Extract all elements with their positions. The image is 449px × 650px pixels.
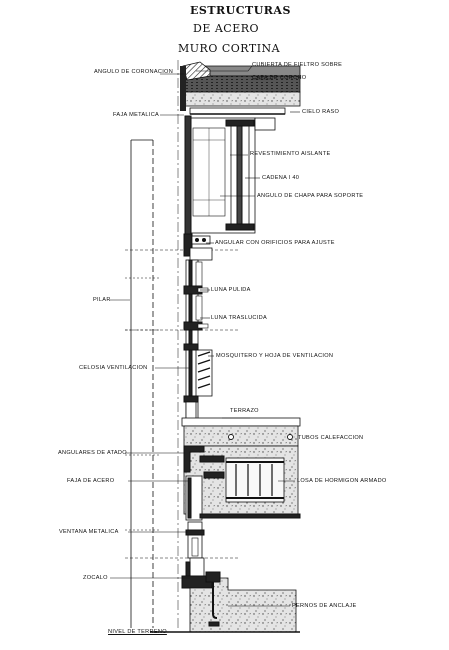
- label-angulo-coronacion: ANGULO DE CORONACION: [94, 69, 174, 75]
- label-revestimiento-aislante: REVESTIMIENTO AISLANTE: [250, 151, 331, 157]
- label-cadena: CADENA I 40: [262, 175, 300, 181]
- label-angulares-atado: ANGULARES DE ATADO: [58, 450, 127, 456]
- label-cubierta-fieltro: CUBIERTA DE FIELTRO SOBRE: [252, 62, 343, 68]
- label-cielo-raso: CIELO RASO: [302, 109, 340, 115]
- label-nivel-terreno: NIVEL DE TERRENO: [108, 629, 167, 635]
- label-angulo-chapa: ANGULO DE CHAPA PARA SOPORTE: [257, 193, 364, 199]
- label-zocalo: ZOCALO: [83, 575, 108, 581]
- label-losa-hormigon: LOSA DE HORMIGON ARMADO: [297, 478, 387, 484]
- label-terrazo: TERRAZO: [230, 408, 259, 414]
- label-faja-acero: FAJA DE ACERO: [67, 478, 115, 484]
- label-capa-corcho: CAPA DE CORCHO: [252, 75, 307, 81]
- label-mosquitero: MOSQUITERO Y HOJA DE VENTILACION: [216, 353, 334, 359]
- glazing-column: [183, 259, 213, 431]
- label-pernos-anclaje: PERNOS DE ANCLAJE: [292, 603, 357, 609]
- label-pilar: PILAR: [93, 297, 111, 303]
- label-faja-metalica: FAJA METALICA: [113, 112, 160, 118]
- label-luna-pulida: LUNA PULIDA: [211, 287, 251, 293]
- label-ventana-metalica: VENTANA METALICA: [59, 529, 119, 535]
- label-luna-traslucida: LUNA TRASLUCIDA: [211, 315, 267, 321]
- label-angular-orificios: ANGULAR CON ORIFICIOS PARA AJUSTE: [215, 240, 335, 246]
- steel-beam-i40: [184, 115, 276, 235]
- label-celosia-ventilacion: CELOSIA VENTILACION: [79, 365, 148, 371]
- label-tubos-calefaccion: TUBOS CALEFACCION: [298, 435, 364, 441]
- drawing-subtitle: MURO CORTINA: [178, 42, 281, 55]
- break-lines: [125, 60, 240, 630]
- floor-slab: [181, 417, 301, 521]
- lower-window: [185, 521, 205, 579]
- mullion-angular: [183, 233, 213, 261]
- pillar-outline: [125, 139, 160, 628]
- roof-assembly: [180, 61, 301, 115]
- drawing-title-line2: DE ACERO: [193, 22, 260, 35]
- drawing-title: ESTRUCTURAS: [190, 4, 291, 17]
- leader-lines: [110, 65, 300, 633]
- base-footing: [150, 571, 300, 633]
